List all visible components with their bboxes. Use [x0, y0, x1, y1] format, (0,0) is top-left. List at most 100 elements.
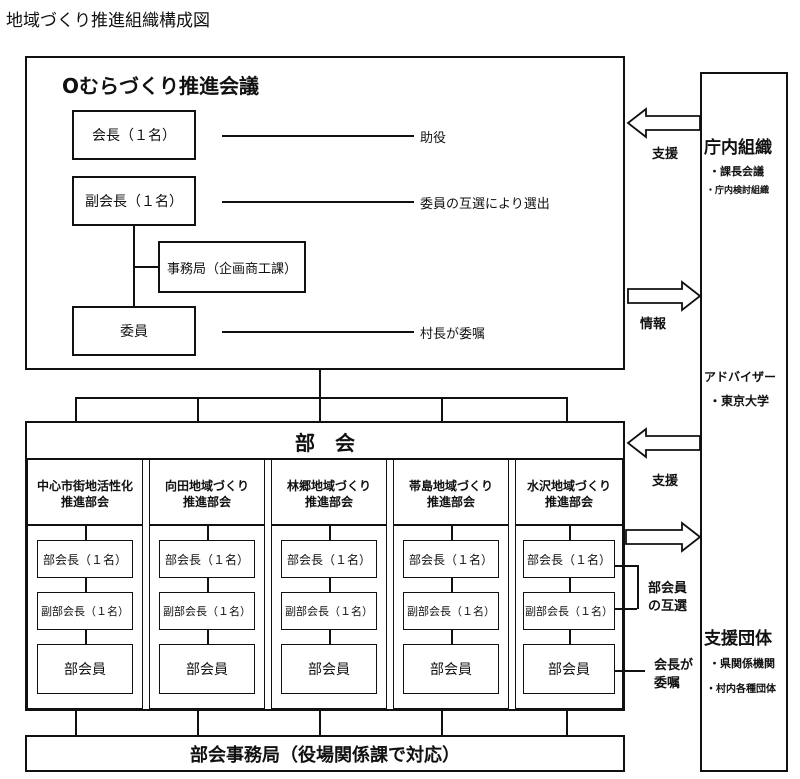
division-vice-label: 副部会長（１名） [41, 605, 129, 618]
support-title: 支援団体 [704, 629, 772, 649]
council-secretariat-box: 事務局（企画商工課） [158, 241, 306, 293]
bus-drop-1 [75, 397, 77, 421]
division-name: 水沢地域づくり 推進部会 [526, 479, 611, 509]
council-chair-label: 会長（１名） [92, 128, 176, 144]
division-vice-label: 副部会長（１名） [163, 605, 251, 618]
division-members-box: 部会員 [37, 644, 133, 694]
council-frame [25, 56, 625, 370]
division-head-box: 部会長（１名） [523, 540, 615, 578]
division-head-box: 部会長（１名） [159, 540, 255, 578]
election-bracket-top [615, 565, 637, 567]
division-stem [207, 630, 209, 644]
council-chair-note: 助役 [420, 131, 447, 146]
division-stem [329, 630, 331, 644]
division-stem [569, 630, 571, 644]
division-members-label: 部会員 [548, 662, 590, 678]
support-item-2: ・村内各種団体 [706, 684, 776, 695]
support-arrow-2-icon [626, 427, 701, 459]
info-arrow-label: 情報 [640, 317, 667, 332]
division-name: 林郷地域づくり 推進部会 [286, 479, 371, 509]
division-head-box: 部会長（１名） [37, 540, 133, 578]
chair-note-line [222, 135, 414, 137]
division-head-box: 部会長（１名） [281, 540, 377, 578]
divisions-bus-top [75, 397, 567, 399]
council-members-label: 委員 [120, 324, 148, 340]
division-stem [207, 578, 209, 592]
division-stem [451, 630, 453, 644]
division-members-label: 部会員 [430, 662, 472, 678]
division-stem [451, 578, 453, 592]
division-column [515, 460, 623, 709]
election-bracket-side [637, 565, 639, 609]
division-vice-box: 副部会長（１名） [37, 592, 133, 630]
division-stem [569, 578, 571, 592]
secretariat-drop-1 [75, 709, 77, 736]
bus-drop-4 [441, 397, 443, 421]
division-head-label: 部会長（１名） [526, 552, 611, 567]
division-vice-label: 副部会長（１名） [285, 605, 373, 618]
secretariat-drop-3 [319, 709, 321, 736]
division-secretariat-label: 部会事務局（役場関係課で対応） [190, 744, 460, 766]
office-item-1: ・課長会議 [709, 165, 764, 178]
info-arrow-icon [627, 280, 702, 312]
division-vice-label: 副部会長（１名） [407, 605, 495, 618]
page-title: 地域づくり推進組織構成図 [6, 11, 210, 31]
advisor-item: ・東京大学 [709, 394, 770, 408]
division-head-label: 部会長（１名） [408, 552, 493, 567]
bus-drop-2 [197, 397, 199, 421]
council-vice-chair-label: 副会長（１名） [85, 194, 183, 210]
council-to-divisions-line [319, 370, 321, 398]
division-members-box: 部会員 [159, 644, 255, 694]
vice-note-line [222, 201, 414, 203]
division-vice-box: 副部会長（１名） [281, 592, 377, 630]
bus-drop-3 [319, 397, 321, 421]
division-stem [329, 578, 331, 592]
council-vice-chair-box: 副会長（１名） [72, 176, 196, 226]
divisions-title: 部 会 [295, 431, 355, 455]
division-stem [85, 524, 87, 540]
division-stem [451, 524, 453, 540]
office-title: 庁内組織 [704, 138, 772, 158]
election-note: 部会員 の互選 [648, 581, 688, 614]
division-name: 向田地域づくり 推進部会 [164, 479, 249, 509]
division-vice-label: 副部会長（１名） [525, 605, 613, 618]
division-vice-box: 副部会長（１名） [403, 592, 499, 630]
division-head-label: 部会長（１名） [164, 552, 249, 567]
division-members-label: 部会員 [308, 662, 350, 678]
division-column [27, 460, 143, 709]
council-members-note: 村長が委嘱 [420, 327, 486, 342]
council-secretariat-label: 事務局（企画商工課） [166, 261, 297, 277]
division-stem [85, 578, 87, 592]
advisor-title: アドバイザー [704, 370, 777, 384]
support-item-1: ・県関係機関 [709, 657, 775, 670]
bus-drop-5 [566, 397, 568, 421]
division-name: 帯島地域づくり 推進部会 [408, 479, 493, 509]
election-bracket-bottom [615, 608, 637, 610]
council-chair-box: 会長（１名） [72, 110, 196, 160]
appoint-note: 会長が 委嘱 [654, 658, 694, 691]
division-vice-box: 副部会長（１名） [159, 592, 255, 630]
office-item-2: ・庁内検討組織 [706, 186, 770, 196]
division-stem [329, 524, 331, 540]
secretariat-drop-2 [197, 709, 199, 736]
division-stem [569, 524, 571, 540]
division-members-box: 部会員 [523, 644, 615, 694]
division-head-box: 部会長（１名） [403, 540, 499, 578]
division-column [393, 460, 509, 709]
divisions-header-divider [25, 458, 625, 460]
appoint-note-line [615, 670, 645, 672]
info-arrow-2-icon [625, 521, 702, 553]
division-name: 中心市街地活性化 推進部会 [36, 479, 133, 509]
support-arrow-1-label: 支援 [652, 147, 679, 162]
council-title: Oむらづくり推進会議 [62, 74, 260, 98]
secretariat-branch [133, 266, 158, 268]
division-members-label: 部会員 [64, 662, 106, 678]
division-column [149, 460, 265, 709]
members-note-line [222, 331, 414, 333]
council-members-box: 委員 [72, 306, 196, 356]
division-members-box: 部会員 [403, 644, 499, 694]
division-head-label: 部会長（１名） [286, 552, 371, 567]
support-arrow-1-icon [626, 107, 701, 139]
secretariat-drop-5 [566, 709, 568, 736]
right-panel-frame [700, 72, 788, 772]
